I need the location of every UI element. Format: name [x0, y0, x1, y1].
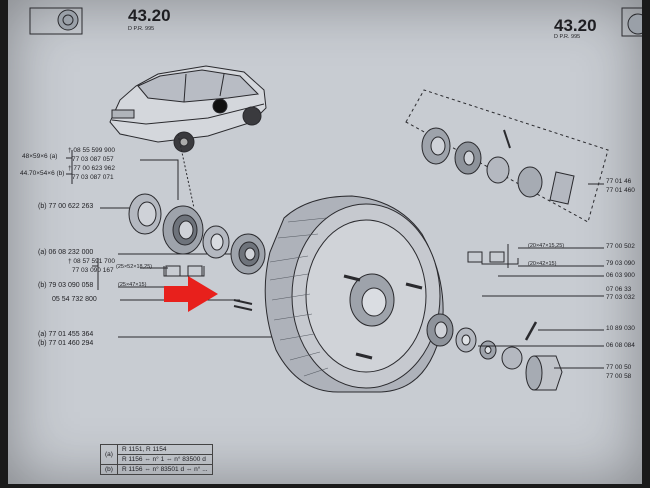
page-number-right: 43.20 — [554, 16, 597, 35]
symbol-box-3 — [467, 251, 483, 263]
ref-right-3: 06 03 900 — [606, 272, 635, 279]
table-cell: R 1156 ⇔ n° 83501 d ⇔ n° ... — [116, 464, 213, 475]
vehicle-application-table: (a) R 1151, R 1154 R 1156 ⇔ n° 1 ⇔ n° 83… — [100, 444, 213, 475]
ref-bearing-dim1: (25×52×18,25) — [116, 264, 153, 270]
oil-seal — [128, 193, 162, 235]
inner-bearing — [230, 233, 266, 275]
table-row: (a) R 1151, R 1154 — [100, 444, 213, 465]
ref-bearing-b: (b) 79 03 090 058 — [38, 282, 94, 289]
ref-group-b-key: 44.70×54×6 (b) — [20, 170, 65, 177]
ref-seal: (b) 77 00 622 263 — [38, 203, 94, 210]
ref-bearing-1: † 08 57 591 700 — [68, 258, 115, 265]
table-cell: (a) — [100, 444, 118, 465]
page-number-left: 43.20 — [128, 6, 171, 25]
symbol-box-1 — [165, 265, 181, 277]
ref-bottom-a: (a) 77 01 455 364 — [38, 331, 94, 338]
ref-right-5: 77 03 032 — [606, 294, 635, 301]
table-cell: (b) — [100, 464, 118, 475]
page-sub-left: D P.R. 995 — [128, 26, 155, 32]
ref-right-dim1: (20×47×15,25) — [528, 243, 565, 249]
ref-right-9: 77 00 58 — [606, 373, 632, 380]
cotter-pin — [524, 321, 538, 341]
ref-group-a-key: 48×59×6 (a) — [22, 153, 58, 160]
outer-bearing — [162, 205, 204, 255]
ref-right-dim2: (20×42×15) — [528, 261, 557, 267]
ref-kit-2: 77 01 460 — [606, 187, 635, 194]
ref-right-6: 10 89 030 — [606, 325, 635, 332]
red-arrow-indicator — [164, 276, 218, 312]
car-illustration — [109, 65, 267, 153]
ref-right-1: 77 00 502 — [606, 243, 635, 250]
exploded-view-illustration — [29, 7, 642, 393]
table-cell: R 1151, R 1154 — [116, 444, 213, 455]
ref-right-8: 77 00 50 — [606, 364, 632, 371]
ref-stud: 05 54 732 800 — [52, 296, 97, 303]
symbol-box-2 — [187, 265, 203, 277]
grease-cap — [525, 355, 563, 391]
nut-cage — [501, 346, 523, 370]
ref-bearing-dim2: (25×47×15) — [118, 282, 147, 288]
table-cell: R 1156 ⇔ n° 1 ⇔ n° 83500 d — [116, 454, 213, 465]
kit-box — [405, 89, 609, 223]
ref-right-7: 06 08 084 — [606, 342, 635, 349]
table-row: (b) R 1156 ⇔ n° 83501 d ⇔ n° ... — [100, 464, 213, 475]
spacer-ring — [202, 225, 230, 259]
hub-bearing — [426, 313, 454, 347]
symbol-box-4 — [489, 251, 505, 263]
thumbnail-left — [29, 7, 83, 35]
ref-group-b-1: † 77 00 623 962 — [68, 165, 115, 172]
ref-group-a-2: 77 03 087 057 — [72, 156, 114, 163]
washer — [455, 327, 477, 353]
hub-nut — [479, 340, 497, 360]
ref-bearing-2: 77 03 090 167 — [72, 267, 114, 274]
ref-right-2: 79 03 090 — [606, 260, 635, 267]
ref-bottom-b: (b) 77 01 460 294 — [38, 340, 94, 347]
ref-kit-1: 77 01 46 — [606, 178, 632, 185]
brake-drum — [264, 195, 444, 393]
ref-right-4: 07 06 33 — [606, 286, 632, 293]
ref-group-b-2: 77 03 087 071 — [72, 174, 114, 181]
page-sub-right: D P.R. 995 — [554, 34, 581, 40]
ref-group-a-1: † 08 55 599 900 — [68, 147, 115, 154]
catalog-page: 43.20 D P.R. 995 43.20 D P.R. 995 48×59×… — [8, 0, 642, 484]
thumbnail-right — [621, 7, 642, 37]
ref-bearing-a: (a) 06 08 232 000 — [38, 249, 94, 256]
table-row: R 1156 ⇔ n° 1 ⇔ n° 83500 d — [101, 454, 213, 465]
